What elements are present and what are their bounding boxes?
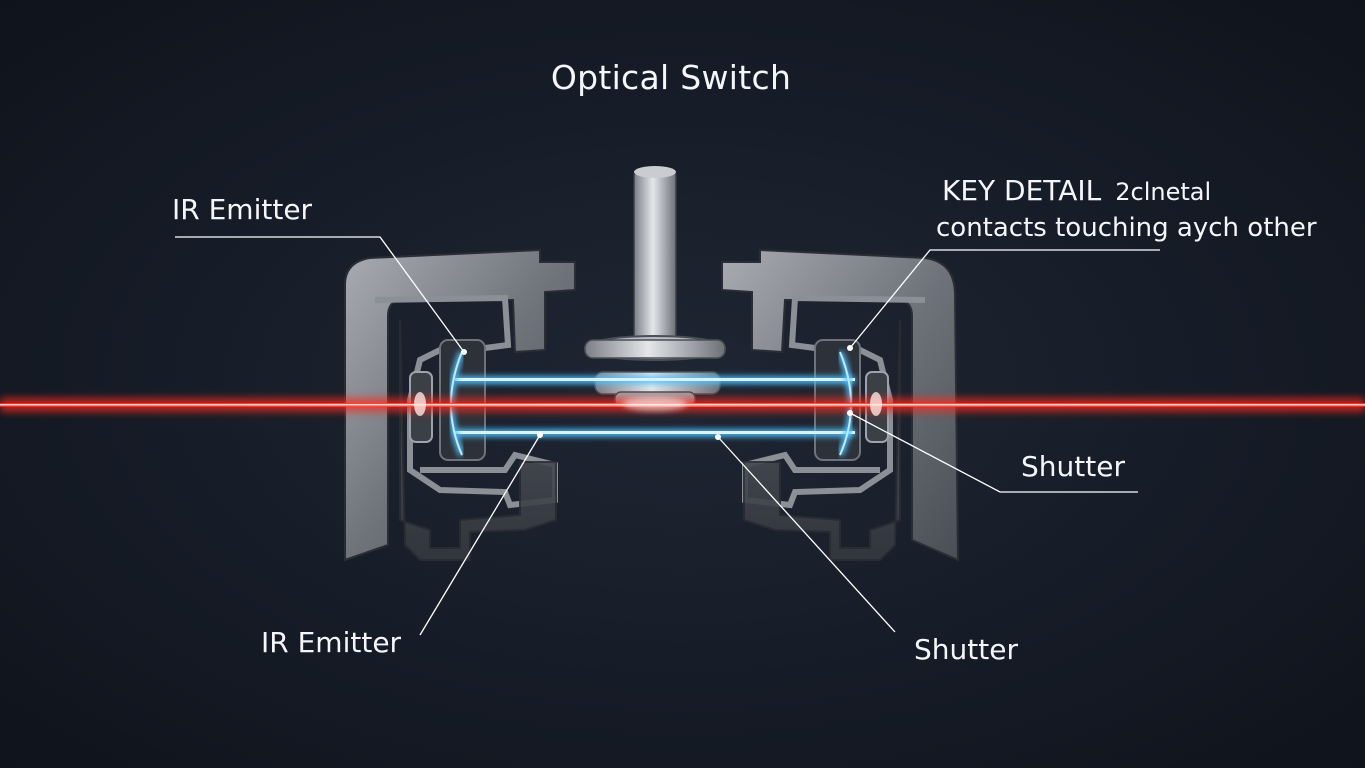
red-laser-beam xyxy=(0,392,1365,416)
label-key-detail: KEY DETAIL 2clnetal xyxy=(942,174,1211,207)
label-ir-emitter-top: IR Emitter xyxy=(172,193,313,226)
leader-lines xyxy=(175,236,1160,636)
label-key-detail-line2: contacts touching aych other xyxy=(936,213,1317,243)
leader-dot-ir-emitter-top xyxy=(461,349,467,355)
leader-key-detail xyxy=(849,249,1160,349)
label-ir-emitter-bottom: IR Emitter xyxy=(261,626,402,659)
leader-shutter-right xyxy=(849,412,1138,493)
label-shutter-bottom: Shutter xyxy=(914,633,1018,666)
diagram-title: Optical Switch xyxy=(550,58,792,97)
leader-ir-emitter-bottom xyxy=(419,434,541,636)
key-detail-heading: KEY DETAIL xyxy=(942,174,1102,207)
leader-shutter-bottom xyxy=(717,436,896,633)
leader-ir-emitter-top xyxy=(175,236,465,353)
leader-dot-ir-emitter-bottom xyxy=(537,432,543,438)
leader-dot-shutter-right xyxy=(847,410,853,416)
plunger-stem xyxy=(584,166,726,407)
leader-dot-shutter-bottom xyxy=(715,434,721,440)
label-shutter-right: Shutter xyxy=(1021,450,1125,483)
key-detail-suffix: 2clnetal xyxy=(1115,178,1212,206)
leader-dot-key-detail xyxy=(847,345,853,351)
